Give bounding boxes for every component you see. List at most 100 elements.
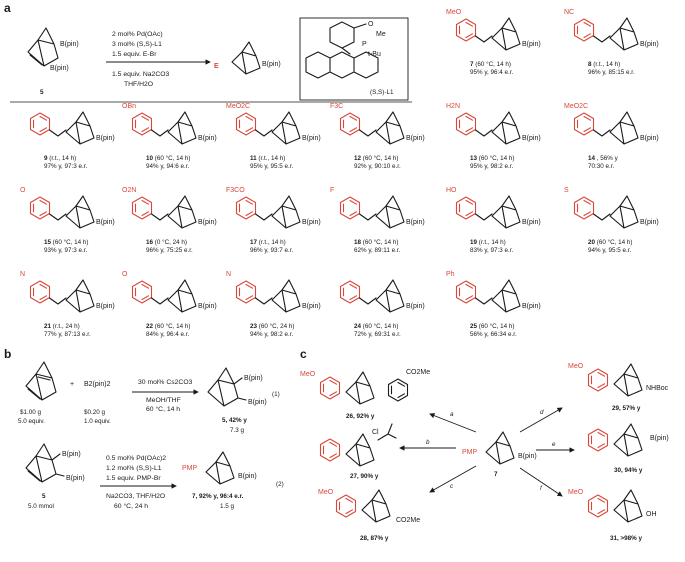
ch2-linker bbox=[150, 129, 169, 137]
condition-line: 30 mol% Cs2CO3 bbox=[138, 379, 193, 386]
compound-number: 11 bbox=[250, 155, 258, 162]
substituent-label: O bbox=[20, 187, 26, 194]
ch2-linker bbox=[592, 213, 611, 221]
product-condition: 9 (r.t., 14 h) bbox=[44, 155, 76, 162]
bicyclic-core bbox=[375, 279, 405, 313]
condition-line: 1.2 mol% (S,S)-L1 bbox=[106, 465, 162, 472]
step-label-d: d bbox=[540, 409, 544, 416]
product-condition: 22 (60 °C, 14 h) bbox=[146, 322, 191, 330]
bpin-label: B(pin) bbox=[198, 219, 217, 226]
co2me-label: CO2Me bbox=[406, 369, 430, 376]
bpin-label: B(pin) bbox=[62, 451, 81, 458]
substituent-label: F3C bbox=[330, 103, 343, 110]
ch2-linker bbox=[254, 129, 273, 137]
aryl-ring bbox=[455, 196, 477, 220]
product-result: 92% y, 90:10 e.r. bbox=[354, 163, 401, 170]
compound-number: 21 bbox=[44, 323, 53, 330]
product-18: B(pin)F18 (60 °C, 14 h)62% y, 89:11 e.r. bbox=[330, 187, 425, 254]
aryl-ring bbox=[235, 112, 257, 136]
product-core bbox=[231, 41, 261, 75]
bpin-label: B(pin) bbox=[302, 303, 321, 310]
ch2-linker bbox=[474, 129, 493, 137]
product-condition: 12 (60 °C, 14 h) bbox=[354, 154, 399, 162]
ch2-linker bbox=[254, 213, 273, 221]
product-result: 95% y, 96:4 e.r. bbox=[470, 69, 514, 76]
condition-line: THF/H2O bbox=[124, 81, 153, 88]
bpin-label: B(pin) bbox=[238, 473, 257, 480]
condition-text: (60 °C, 14 h) bbox=[155, 322, 191, 330]
compound-number: 7 bbox=[470, 61, 475, 68]
reactant-equiv: 5.0 equiv. bbox=[18, 418, 45, 425]
plus-sign: + bbox=[70, 381, 74, 388]
aryl-ring bbox=[455, 18, 477, 42]
condition-text: (r.t., 14 h) bbox=[258, 155, 285, 162]
panel-label-a: a bbox=[4, 1, 11, 15]
condition-line: 2 mol% Pd(OAc) bbox=[112, 31, 163, 38]
compound-number: 20 bbox=[588, 239, 597, 246]
bicyclic-core bbox=[65, 111, 95, 145]
condition-text: (r.t., 14 h) bbox=[593, 61, 620, 68]
product-condition: 13 (60 °C, 14 h) bbox=[470, 154, 515, 162]
aryl-ring bbox=[573, 196, 595, 220]
starting-material-5 bbox=[25, 443, 65, 483]
bpin-label: B(pin) bbox=[60, 41, 79, 48]
bpin-label: B(pin) bbox=[522, 41, 541, 48]
substituent-label: MeO bbox=[446, 9, 462, 16]
ch2-linker bbox=[254, 297, 273, 305]
compound-number: 12 bbox=[354, 155, 363, 162]
cl-label: Cl bbox=[372, 429, 379, 436]
bicyclic-core bbox=[375, 111, 405, 145]
pmp-label: PMP bbox=[462, 449, 478, 456]
product-result: 93% y, 97:3 e.r. bbox=[44, 247, 88, 254]
substituent-label: H2N bbox=[446, 103, 460, 110]
product-result: 94% y, 95:5 e.r. bbox=[588, 247, 632, 254]
bpin-label: B(pin) bbox=[640, 135, 659, 142]
product-result: 94% y, 94:6 e.r. bbox=[146, 163, 190, 170]
bicyclic-core bbox=[271, 195, 301, 229]
bicyclic-core bbox=[491, 17, 521, 51]
bicyclic-core bbox=[491, 195, 521, 229]
product-21: B(pin)N21 (r.t., 24 h)77% y, 87:13 e.r. bbox=[20, 271, 115, 338]
compound-number-5: 5 bbox=[42, 493, 46, 500]
starting-material-5 bbox=[27, 27, 59, 67]
product-result: 97% y, 97:3 e.r. bbox=[44, 163, 88, 170]
condition-text: (r.t., 24 h) bbox=[53, 323, 80, 330]
aryl-ring bbox=[235, 280, 257, 304]
condition-text: (60 °C, 14 h) bbox=[53, 238, 89, 246]
bpin-label: B(pin) bbox=[50, 65, 69, 72]
bicyclic-core bbox=[167, 111, 197, 145]
product-7-yield: 7, 92% y, 96:4 e.r. bbox=[192, 493, 244, 500]
ligand-Me: Me bbox=[376, 31, 386, 38]
aryl-ring bbox=[573, 18, 595, 42]
compound-number: 10 bbox=[146, 155, 155, 162]
product-5-mass: 7.3 g bbox=[230, 427, 245, 434]
compound-number: 17 bbox=[250, 239, 259, 246]
pmp-ring bbox=[335, 494, 357, 518]
compound-number-5: 5 bbox=[40, 89, 44, 96]
substituent-label: Ph bbox=[446, 271, 455, 278]
condition-text: , 56% y bbox=[597, 155, 619, 162]
product-result: 83% y, 97:3 e.r. bbox=[470, 247, 514, 254]
norbornadiene bbox=[25, 361, 57, 401]
reagent-price: $0.20 g bbox=[84, 409, 106, 416]
electrophile-E: E bbox=[214, 63, 219, 70]
bpin-label: B(pin) bbox=[406, 135, 425, 142]
bpin-label: B(pin) bbox=[66, 475, 85, 482]
start-amount: 5.0 mmol bbox=[28, 503, 54, 510]
condition-text: (60 °C, 14 h) bbox=[479, 154, 515, 162]
bicyclic-core bbox=[65, 195, 95, 229]
condition-text: (60 °C, 14 h) bbox=[479, 322, 515, 330]
bpin-label: B(pin) bbox=[640, 219, 659, 226]
condition-line: 1.5 equiv. Na2CO3 bbox=[112, 71, 170, 78]
bpin-label: B(pin) bbox=[406, 303, 425, 310]
bpin-label: B(pin) bbox=[302, 219, 321, 226]
product-result: 96% y, 75:25 e.r. bbox=[146, 247, 193, 254]
aryl-ring bbox=[455, 280, 477, 304]
ligand-P: P bbox=[362, 41, 367, 48]
condition-line: 60 °C, 24 h bbox=[114, 502, 148, 510]
ch2-linker bbox=[48, 297, 67, 305]
